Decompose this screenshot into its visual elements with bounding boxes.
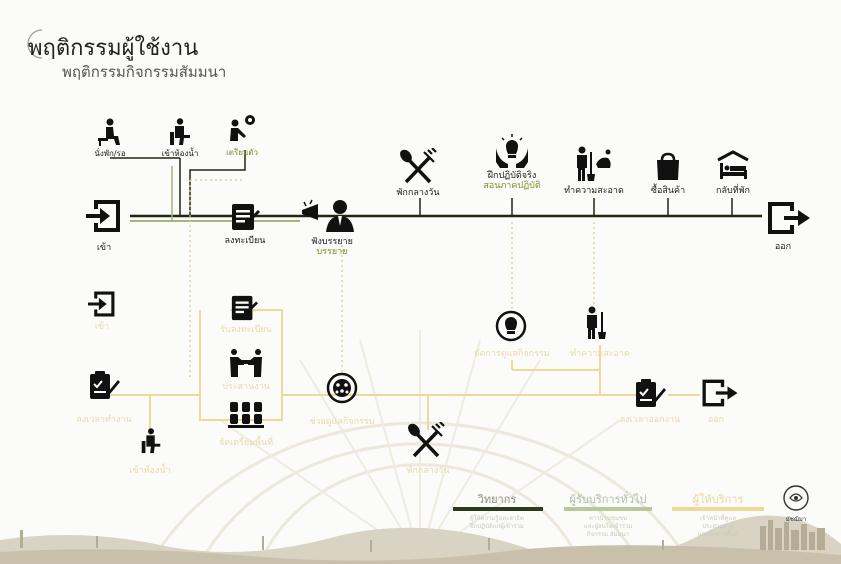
- label-return-lodging: กลับที่พัก: [716, 186, 750, 196]
- megaphone-speaker-icon: [302, 199, 354, 232]
- label-teach-practice: สอนภาคปฏิบัติ: [483, 181, 541, 191]
- staff-label-enter: เข้า: [94, 322, 110, 332]
- label-exit: ออก: [774, 242, 792, 252]
- staff-label-prepare-space: จัดเตรียมพื้นที่: [218, 438, 274, 448]
- label-listen: ฟังบรรยาย: [311, 237, 353, 247]
- lightbulb-hands-icon: [496, 134, 528, 168]
- logo-icon: [783, 485, 809, 511]
- staff-spoon-fork-icon: [408, 422, 445, 458]
- shopping-bag-icon: [657, 152, 679, 180]
- staff-label-cleaning: ทำความสะอาด: [570, 349, 630, 359]
- staff-exit-icon: [702, 379, 738, 407]
- register-icon: [232, 204, 260, 230]
- exit-icon: [768, 202, 810, 234]
- staff-label-receive-registration: รับลงทะเบียน: [220, 325, 272, 335]
- page-title: พฤติกรรมผู้ใช้งาน: [28, 36, 199, 61]
- staff-label-manage-activity: จัดการดูแลกิจกรรม: [474, 349, 550, 359]
- handshake-icon: [230, 349, 262, 377]
- label-buy-goods: ซื้อสินค้า: [650, 186, 686, 196]
- label-lecture: บรรยาย: [316, 247, 348, 257]
- staff-label-rest: พักกลางวัน: [406, 466, 450, 476]
- clipboard-icon: [90, 371, 120, 399]
- label-enter: เข้า: [96, 243, 112, 253]
- staff-label-exit: ออก: [707, 415, 725, 425]
- staff-register-icon: [231, 295, 258, 321]
- spoon-fork-icon: [400, 148, 437, 184]
- logo-text: มัชฌิมา: [785, 516, 807, 523]
- staff-lightbulb-icon: [495, 310, 527, 342]
- label-prepare: เตรียมตัว: [226, 148, 258, 157]
- bed-icon: [717, 150, 749, 179]
- legend-note-1: ชาวบ้านชุมชน และผู้สนใจเข้าร่วม กิจกรรม …: [583, 515, 633, 538]
- staff-label-assist-activity: ช่วยดูแลกิจกรรม: [309, 417, 375, 427]
- seats-icon: [228, 402, 264, 428]
- legend-note-0: ผู้ให้ความรู้และสาธิต ฝึกปฏิบัติแก่ผู้เข…: [470, 515, 524, 530]
- group-circle-icon: [326, 372, 358, 404]
- staff-label-restroom: เข้าห้องน้ำ: [129, 466, 171, 476]
- page-subtitle: พฤติกรรมกิจกรรมสัมมนา: [62, 63, 227, 81]
- label-register: ลงทะเบียน: [224, 236, 266, 246]
- preparing-person-icon: [230, 115, 255, 141]
- label-rest-wait: นั่งพัก/รอ: [94, 149, 126, 158]
- label-practice: ฝึกปฏิบัติจริง: [487, 171, 537, 181]
- legend-title-1: ผู้รับบริการทั่วไป: [569, 493, 647, 506]
- sitting-person-icon: [98, 118, 120, 146]
- staff-label-coordinate: ประสานงาน: [222, 382, 270, 392]
- legend-title-2: ผู้ให้บริการ: [692, 493, 744, 506]
- label-restroom: เข้าห้องน้ำ: [161, 149, 199, 158]
- staff-cleaning-icon: [587, 306, 606, 339]
- staff-label-clock-in: ลงเวลาทำงาน: [76, 415, 132, 425]
- toilet-icon: [170, 118, 190, 145]
- label-cleaning: ทำความสะอาด: [564, 186, 624, 196]
- legend-title-0: วิทยากร: [477, 493, 517, 506]
- staff-toilet-icon: [141, 428, 161, 454]
- legend-note-2: เจ้าหน้าที่ดูแล ประสานงาน และจัดการพื้นท…: [697, 515, 739, 538]
- enter-icon: [86, 200, 120, 232]
- cleaning-icon: [577, 146, 611, 181]
- staff-enter-icon: [88, 291, 115, 317]
- staff-label-clock-out: ลงเวลาออกงาน: [619, 415, 681, 425]
- staff-clipboard-icon: [636, 379, 666, 407]
- label-lunch: พักกลางวัน: [396, 188, 440, 198]
